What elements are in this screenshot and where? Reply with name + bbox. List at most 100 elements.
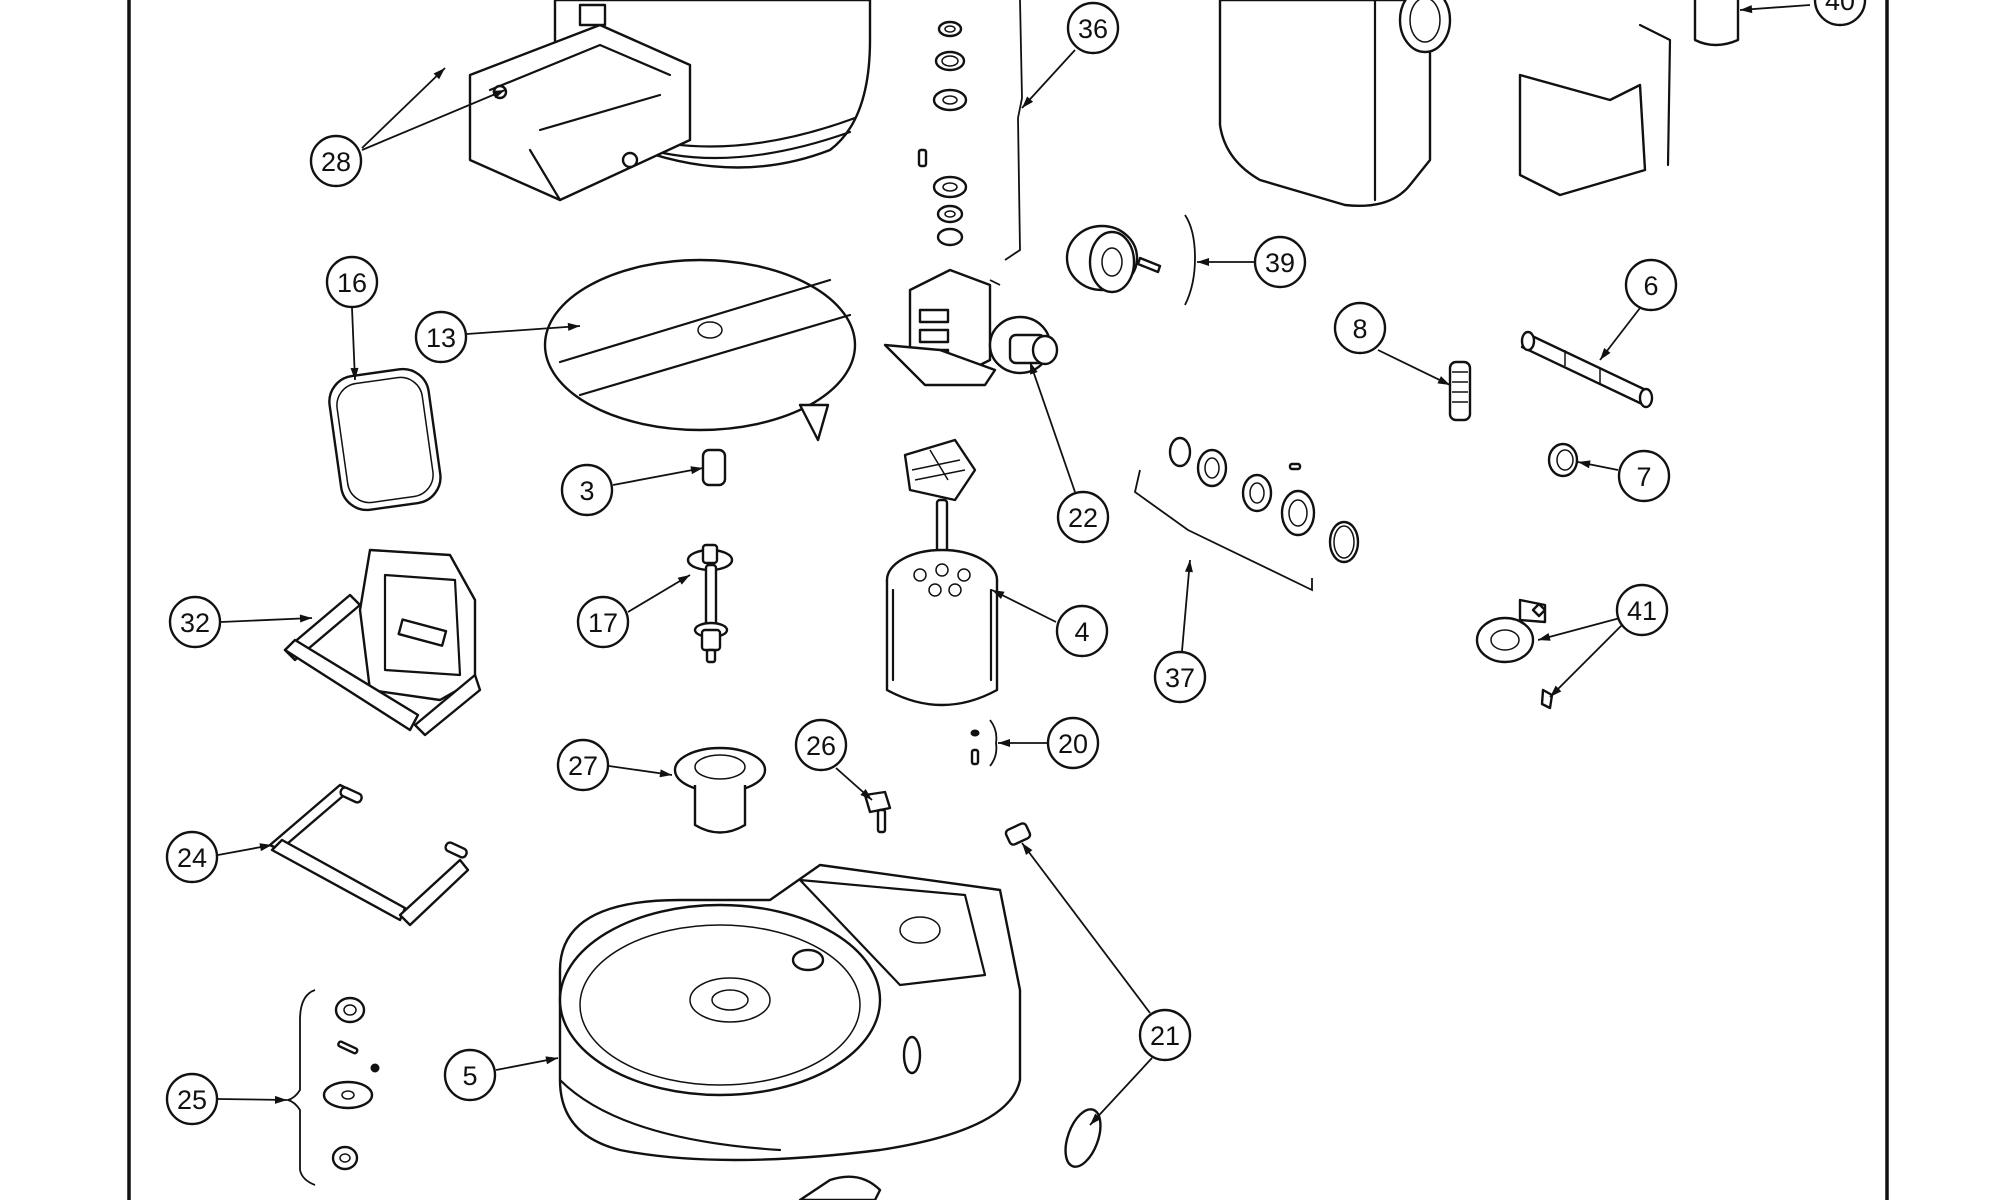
bearing-stack [917, 0, 1023, 261]
collar-part [1547, 442, 1579, 478]
arrowhead [492, 90, 505, 99]
callout-39: 39 [1197, 235, 1307, 289]
callout-number: 13 [426, 323, 456, 353]
callout-4: 4 [991, 589, 1109, 658]
gearbox-part [883, 268, 1059, 387]
callout-circle [576, 595, 630, 649]
leader-line [1377, 349, 1451, 386]
coupling-part [1065, 214, 1196, 306]
leader-line [1021, 842, 1151, 1014]
callout-circle [309, 134, 363, 188]
callout-circle [414, 310, 468, 364]
callout-28: 28 [309, 67, 506, 188]
callout-6: 6 [1599, 258, 1678, 361]
leader-line [1537, 617, 1621, 641]
bushing-part [701, 448, 727, 487]
screw-washer-part [970, 719, 998, 767]
gasket-part [328, 367, 442, 512]
arrowhead [677, 575, 690, 585]
arrowhead [1740, 5, 1753, 14]
callout-circle [1253, 235, 1307, 289]
callout-21: 21 [1021, 842, 1192, 1126]
shaft-part [1520, 330, 1654, 409]
callout-number: 8 [1352, 314, 1367, 344]
callout-number: 3 [579, 476, 594, 506]
bearing-kit-part [284, 989, 380, 1186]
spindle-part [686, 543, 734, 664]
bowl-assembly [468, 0, 872, 202]
callout-number: 36 [1078, 14, 1108, 44]
callout-circle [1615, 583, 1669, 637]
lid-plate-part [543, 258, 857, 442]
arrowhead [259, 843, 272, 852]
callout-circle [1617, 449, 1671, 503]
motor-part [885, 438, 999, 707]
callout-5: 5 [443, 1048, 559, 1102]
arrowhead [1090, 1113, 1102, 1125]
callout-circle [560, 463, 614, 517]
arrowhead [545, 1056, 558, 1065]
callout-circle [1153, 650, 1207, 704]
arrowhead [1578, 460, 1591, 469]
callout-number: 39 [1265, 248, 1295, 278]
callout-number: 16 [337, 268, 367, 298]
arrowhead [1184, 560, 1193, 573]
callout-8: 8 [1333, 301, 1451, 386]
leader-line [220, 617, 313, 623]
arrowhead [1030, 362, 1038, 375]
callout-number: 27 [568, 751, 598, 781]
arrowhead [690, 466, 703, 475]
callout-circle [556, 738, 610, 792]
arrowhead [1437, 376, 1450, 385]
callout-26: 26 [794, 718, 873, 801]
arrowhead [350, 367, 359, 380]
callout-36: 36 [1021, 1, 1120, 109]
arrowhead [1022, 96, 1034, 108]
callout-number: 26 [806, 731, 836, 761]
door-part [283, 548, 482, 737]
arrowhead [1600, 348, 1611, 360]
leader-line [1021, 49, 1076, 109]
callout-27: 27 [556, 738, 673, 792]
callout-circle [1333, 301, 1387, 355]
base-part [558, 863, 1022, 1200]
callout-16: 16 [325, 255, 379, 381]
callout-number: 32 [180, 608, 210, 638]
callout-number: 40 [1825, 0, 1855, 16]
bearing-housing-part [673, 746, 767, 834]
callout-circle [1066, 1, 1120, 55]
callout-41: 41 [1537, 583, 1669, 698]
arrowhead [1550, 685, 1562, 697]
callout-circle [165, 1072, 219, 1126]
column-housing [1218, 0, 1740, 207]
callout-13: 13 [414, 310, 581, 364]
callout-circle [165, 830, 219, 884]
callout-circle [794, 718, 848, 772]
callout-32: 32 [168, 595, 313, 649]
latch-part [863, 790, 892, 834]
arrowhead [998, 739, 1010, 747]
arrowhead [1538, 633, 1551, 641]
arrowhead [1197, 258, 1209, 266]
callout-circle [1055, 604, 1109, 658]
callout-number: 20 [1058, 729, 1088, 759]
leader-line [361, 89, 506, 151]
callout-37: 37 [1153, 559, 1207, 704]
spring-pin-part [1448, 360, 1472, 422]
clamp-part [1475, 598, 1554, 710]
callout-3: 3 [560, 463, 704, 517]
arrowhead [274, 1095, 287, 1104]
callout-7: 7 [1577, 449, 1671, 503]
callout-number: 41 [1627, 596, 1657, 626]
callout-circle [1624, 258, 1678, 312]
seal-kit-part [1133, 436, 1360, 592]
leader-line [466, 325, 581, 335]
arrowhead [567, 322, 580, 331]
callout-25: 25 [165, 1072, 288, 1126]
callout-circle [1046, 716, 1100, 770]
callout-number: 24 [177, 843, 207, 873]
callout-circle [443, 1048, 497, 1102]
callout-circle [168, 595, 222, 649]
leader-line [1029, 361, 1076, 493]
